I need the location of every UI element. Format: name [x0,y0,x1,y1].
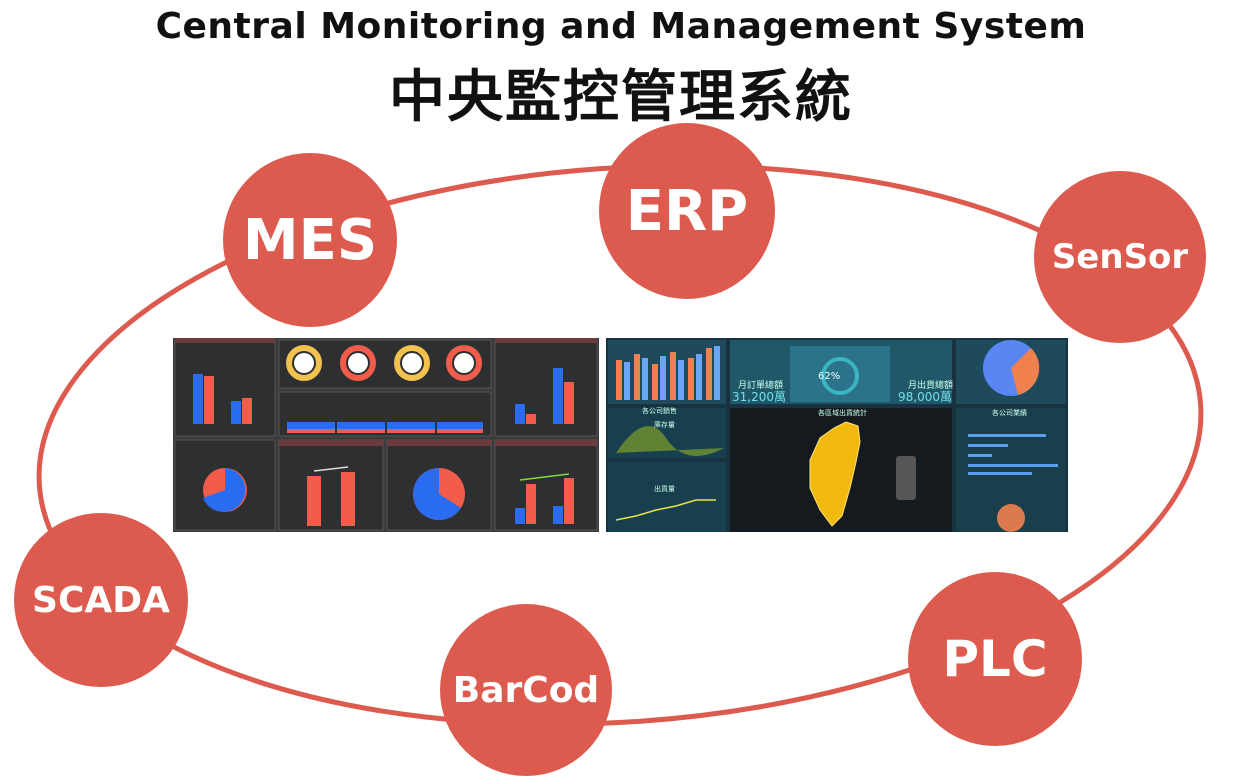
order-total-value: 31,200萬 [732,390,786,404]
inventory-title: 庫存量 [654,421,675,429]
order-total-label: 月訂單總額 [738,381,784,391]
node-erp-label: ERP [625,178,749,244]
node-mes-label: MES [242,207,378,273]
company-share-title: 各公司業績 [992,409,1027,417]
node-sensor-label: SenSor [1051,237,1189,277]
gauge-value: 62% [818,371,841,382]
company-sales-title: 各公司銷售 [642,407,677,415]
node-barcode-label: BarCod [452,669,600,711]
title-chinese: 中央監控管理系統 [389,65,853,130]
shipment-total-value: 98,000萬 [898,390,952,404]
node-plc: PLC [908,572,1082,746]
node-scada: SCADA [14,513,188,687]
node-sensor: SenSor [1034,171,1206,343]
node-plc-label: PLC [942,630,1048,688]
node-erp: ERP [599,123,775,299]
shipment-total-label: 月出貨總額 [908,381,954,391]
title-english: Central Monitoring and Management System [155,6,1087,47]
node-mes: MES [223,153,397,327]
dashboard-dark-preview [173,338,599,532]
dashboard-blue-graphics [606,338,1068,532]
shipments-title: 出貨量 [654,485,675,493]
node-barcode: BarCod [440,604,612,776]
map-title: 各區域出貨統計 [818,409,867,417]
panel-bar-chart [174,339,276,437]
node-scada-label: SCADA [32,579,170,621]
dashboard-blue-preview: 62% 月訂單總額 31,200萬 月出貨總額 98,000萬 各公司銷售 庫存… [606,338,1068,532]
dashboard-dark-graphics [173,338,599,532]
